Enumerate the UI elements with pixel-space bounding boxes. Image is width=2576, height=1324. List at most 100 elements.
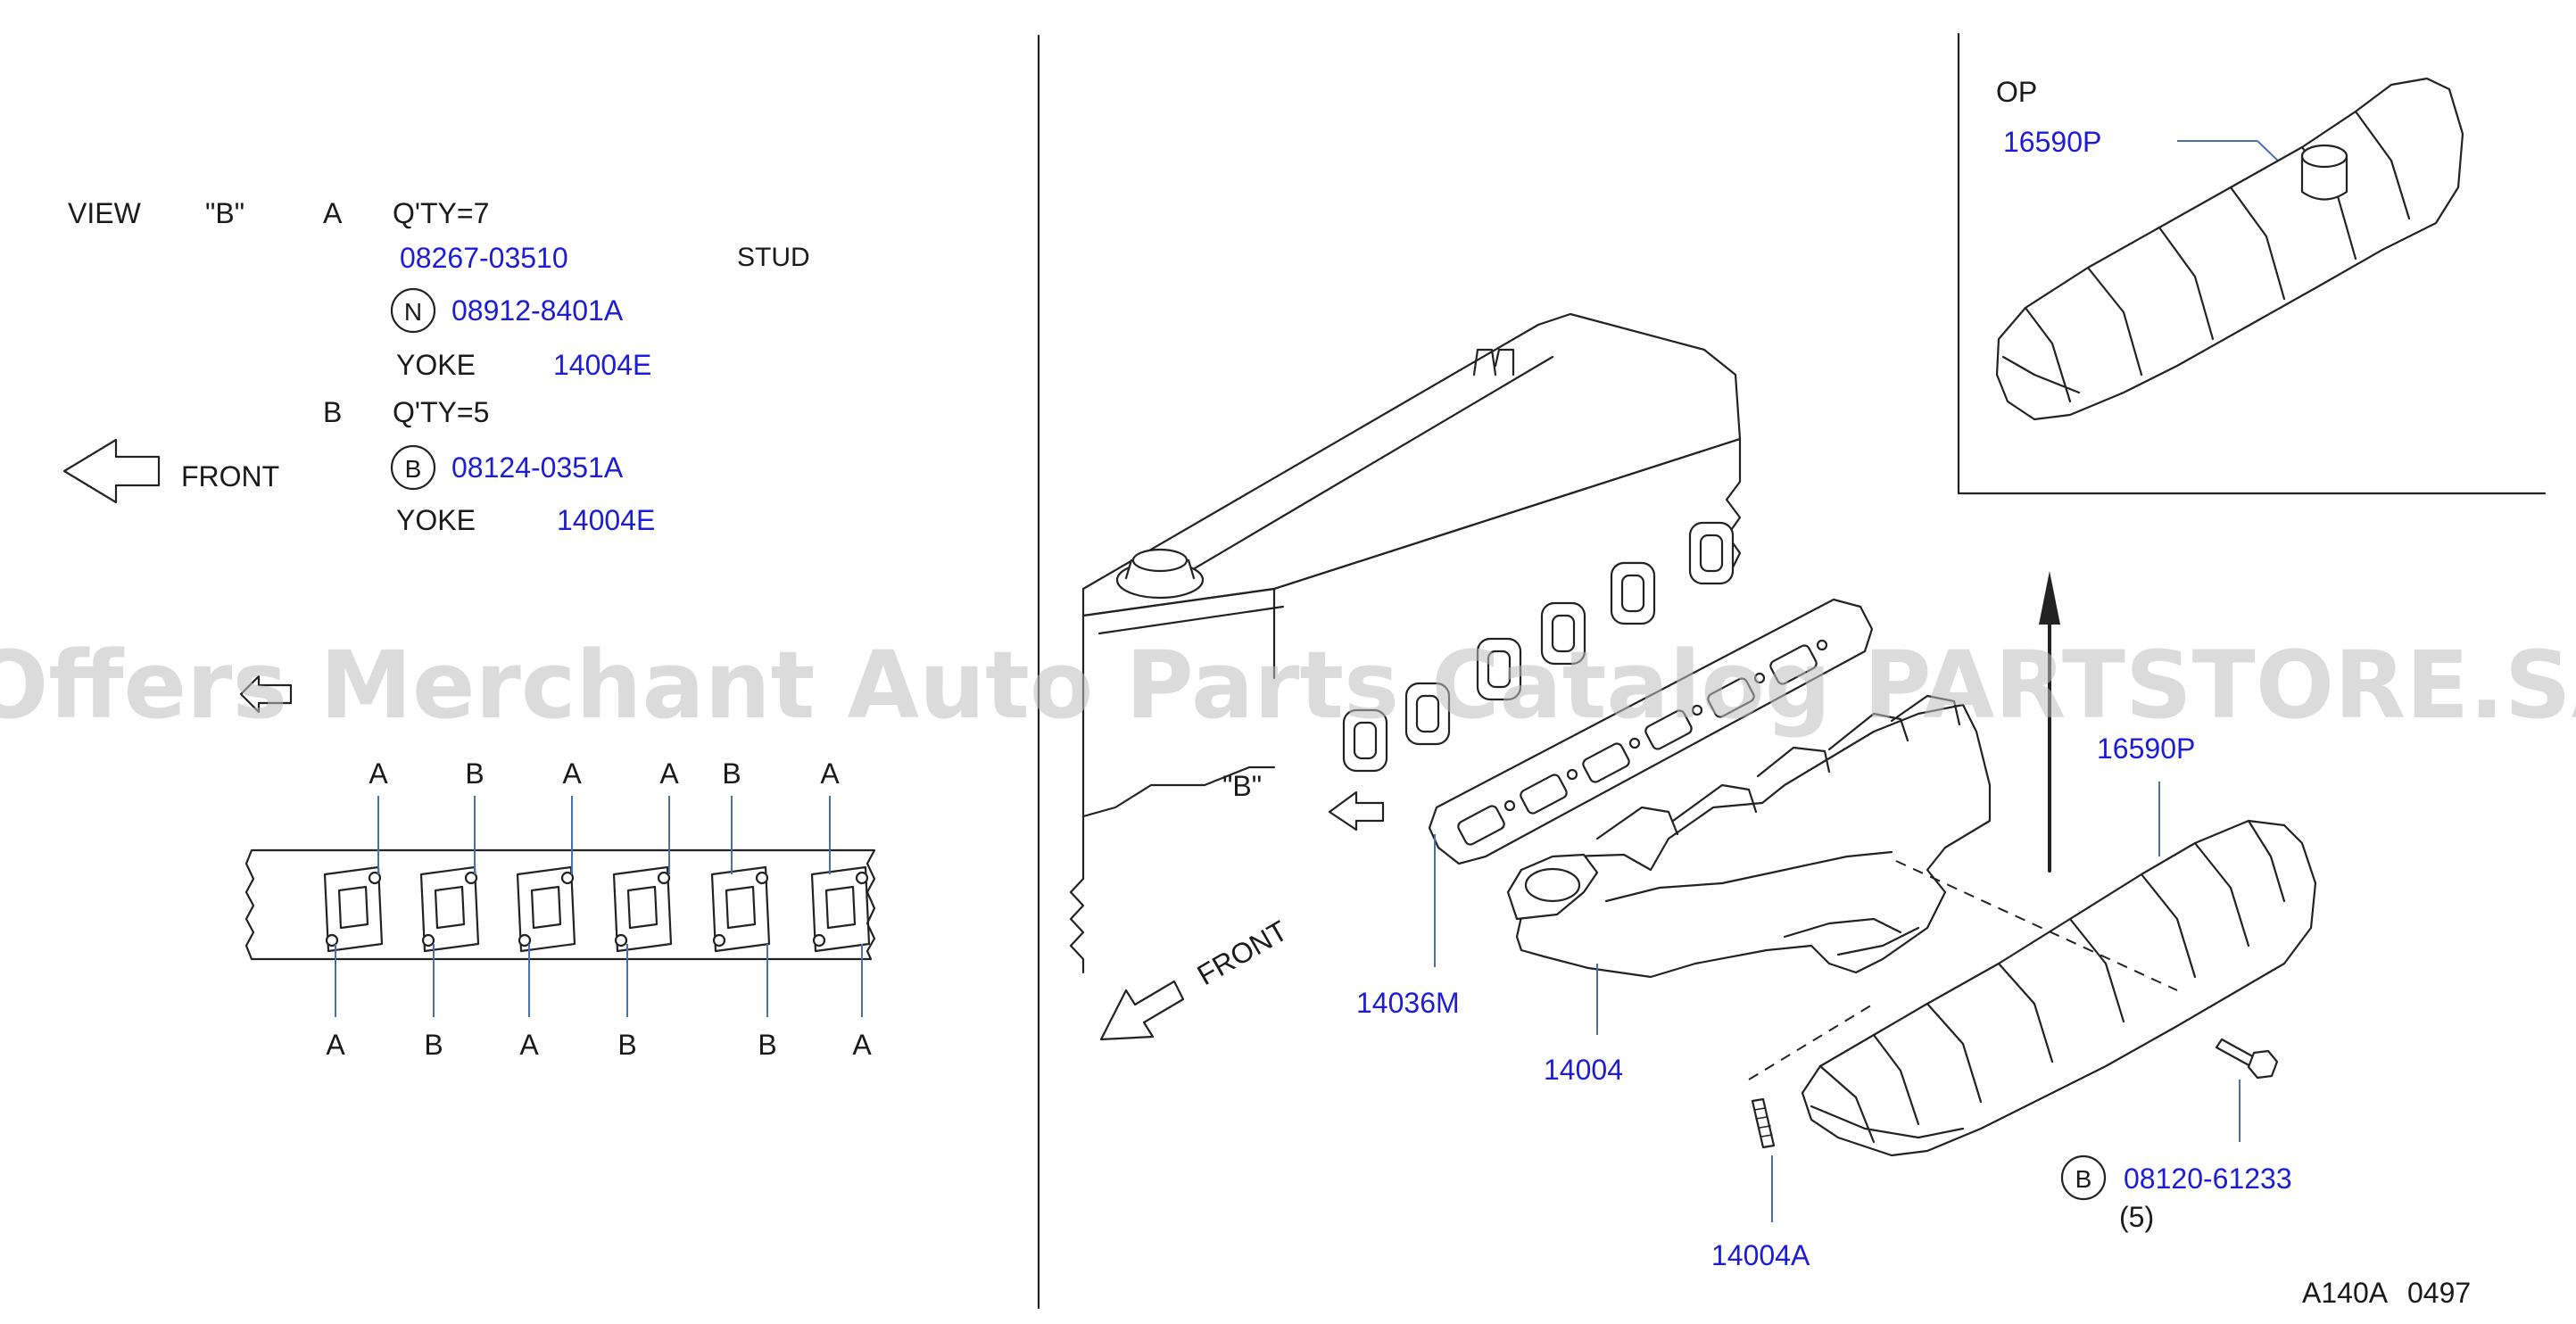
stud-hole-top bbox=[368, 871, 382, 885]
stud-hole-bottom bbox=[712, 933, 726, 947]
port-opening bbox=[530, 885, 562, 930]
manifold-collector bbox=[1783, 917, 1920, 956]
gasket-part-link[interactable]: 14036M bbox=[1356, 987, 1460, 1019]
bolt-callout-qty: (5) bbox=[2119, 1201, 2154, 1233]
head-port bbox=[1476, 637, 1522, 701]
view-b-arrow-icon bbox=[1328, 790, 1385, 832]
callouts: 16590P 14036M 14004 14004A B 08120-61233… bbox=[1356, 732, 2292, 1271]
front-arrow-left: FRONT bbox=[62, 438, 279, 504]
port-flange bbox=[419, 865, 480, 953]
view-name: "B" bbox=[205, 197, 244, 229]
bolt-08120-61233 bbox=[2215, 1038, 2279, 1080]
nut-part-link[interactable]: 08912-8401A bbox=[451, 294, 624, 327]
stud-letter-top: A bbox=[659, 757, 679, 790]
port-flange bbox=[516, 865, 576, 953]
head-port bbox=[1342, 708, 1388, 773]
front-label-main: FRONT bbox=[1192, 914, 1293, 991]
heat-shield-ribs bbox=[1818, 819, 2286, 1144]
stud-hole-top bbox=[855, 871, 869, 885]
gasket-stud-hole bbox=[1503, 799, 1516, 812]
inset-part-link[interactable]: 16590P bbox=[2003, 126, 2101, 158]
view-direction-icon bbox=[239, 674, 293, 714]
yoke-b-label: YOKE bbox=[396, 504, 476, 536]
bolt-symbol-letter: B bbox=[405, 455, 422, 483]
head-face-outline bbox=[244, 848, 876, 961]
stud-letter-bottom: B bbox=[424, 1029, 443, 1061]
port-flange bbox=[810, 865, 871, 953]
stud-hole-top bbox=[657, 871, 671, 885]
yoke-a-part-link[interactable]: 14004E bbox=[553, 349, 651, 381]
gasket-stud-hole bbox=[1566, 768, 1578, 781]
assembly-line-2 bbox=[1748, 1003, 1875, 1080]
head-port-inner bbox=[1487, 650, 1512, 689]
gasket-stud-hole bbox=[1753, 672, 1766, 684]
port-flange bbox=[612, 865, 673, 953]
gasket-stud-hole bbox=[1691, 704, 1703, 716]
front-arrow-main: FRONT bbox=[1099, 914, 1293, 1041]
inset-frame bbox=[1957, 32, 2547, 495]
gasket-port-hole bbox=[1644, 709, 1693, 750]
head-top-line bbox=[1097, 355, 1554, 635]
gasket-stud-hole bbox=[1816, 639, 1828, 651]
gasket-stud-hole bbox=[1628, 737, 1641, 749]
head-port bbox=[1540, 601, 1586, 666]
bolt-head bbox=[2247, 1049, 2279, 1080]
head-port-inner bbox=[1353, 721, 1378, 760]
bolt-callout-part-link[interactable]: 08120-61233 bbox=[2124, 1163, 2292, 1195]
head-ports bbox=[1342, 521, 1735, 773]
stud-letter-bottom: B bbox=[617, 1029, 636, 1061]
heat-shield-main bbox=[1801, 819, 2317, 1157]
group-a-letter: A bbox=[323, 197, 343, 229]
exhaust-ports bbox=[323, 865, 871, 953]
group-b-qty: Q'TY=5 bbox=[393, 396, 489, 428]
view-b-callout: "B" bbox=[1222, 770, 1262, 802]
stud-14004a bbox=[1751, 1097, 1776, 1149]
assembly-line-1 bbox=[1895, 860, 2178, 991]
heat-shield-lip bbox=[1810, 1105, 1965, 1139]
bolt-callout-symbol: B bbox=[2075, 1165, 2092, 1193]
stud-threads bbox=[1753, 1107, 1773, 1138]
stud-part-link-main[interactable]: 14004A bbox=[1711, 1239, 1810, 1271]
footer-number: 0497 bbox=[2407, 1277, 2471, 1309]
manifold-runners bbox=[1595, 694, 1961, 903]
head-port bbox=[1610, 561, 1656, 625]
yoke-a-label: YOKE bbox=[396, 349, 476, 381]
gasket-port-hole bbox=[1707, 677, 1755, 718]
stud-hole-bottom bbox=[325, 933, 339, 947]
stud-hole-bottom bbox=[421, 933, 435, 947]
up-arrow-head-icon bbox=[2039, 571, 2060, 625]
cylinder-head bbox=[1069, 312, 1742, 974]
exhaust-manifold bbox=[1506, 694, 1992, 979]
yoke-b-part-link[interactable]: 14004E bbox=[557, 504, 655, 536]
port-flange bbox=[323, 865, 384, 953]
gasket-port-hole bbox=[1769, 644, 1818, 685]
head-port-inner bbox=[1551, 614, 1576, 653]
stud-letter-top: B bbox=[722, 757, 741, 790]
head-port-inner bbox=[1620, 574, 1645, 613]
port-flange bbox=[710, 865, 771, 953]
view-legend: VIEW "B" A Q'TY=7 08267-03510 STUD N 089… bbox=[68, 197, 810, 536]
port-opening bbox=[434, 885, 466, 930]
gasket-port-hole bbox=[1457, 805, 1505, 846]
stud-part-link[interactable]: 08267-03510 bbox=[400, 242, 568, 274]
manifold-part-link[interactable]: 14004 bbox=[1544, 1054, 1623, 1086]
stud-label: STUD bbox=[737, 243, 810, 272]
inset-filler-neck bbox=[2300, 154, 2348, 201]
gasket-holes bbox=[1457, 639, 1828, 846]
port-opening bbox=[337, 885, 369, 930]
head-port bbox=[1404, 682, 1451, 746]
front-arrow-main-icon bbox=[1099, 980, 1185, 1041]
stud-hole-top bbox=[755, 871, 769, 885]
port-opening bbox=[725, 885, 757, 930]
head-port-inner bbox=[1415, 694, 1440, 733]
inset-label: OP bbox=[1996, 76, 2037, 108]
heat-shield-part-link[interactable]: 16590P bbox=[2097, 732, 2195, 765]
nut-symbol-circle bbox=[390, 287, 436, 334]
bolt-part-link[interactable]: 08124-0351A bbox=[451, 451, 624, 484]
stud-letter-bottom: A bbox=[519, 1029, 539, 1061]
